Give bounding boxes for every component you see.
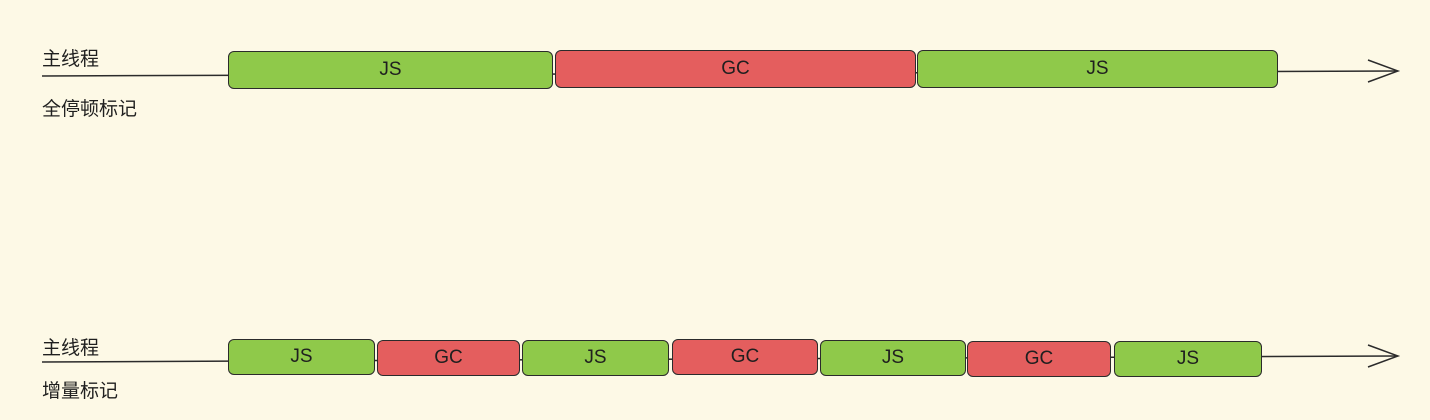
gc-block: GC: [967, 341, 1111, 377]
thread-label: 主线程: [42, 48, 100, 70]
gc-block: GC: [672, 339, 818, 375]
js-block: JS: [917, 50, 1278, 88]
js-block: JS: [522, 340, 669, 376]
js-block: JS: [228, 51, 553, 89]
mode-label: 增量标记: [42, 380, 119, 402]
thread-label: 主线程: [42, 337, 100, 359]
js-block: JS: [820, 340, 966, 376]
gc-block: GC: [555, 50, 916, 88]
js-block: JS: [228, 339, 375, 375]
gc-block: GC: [377, 340, 520, 376]
js-block: JS: [1114, 341, 1262, 377]
mode-label: 全停顿标记: [42, 98, 138, 120]
